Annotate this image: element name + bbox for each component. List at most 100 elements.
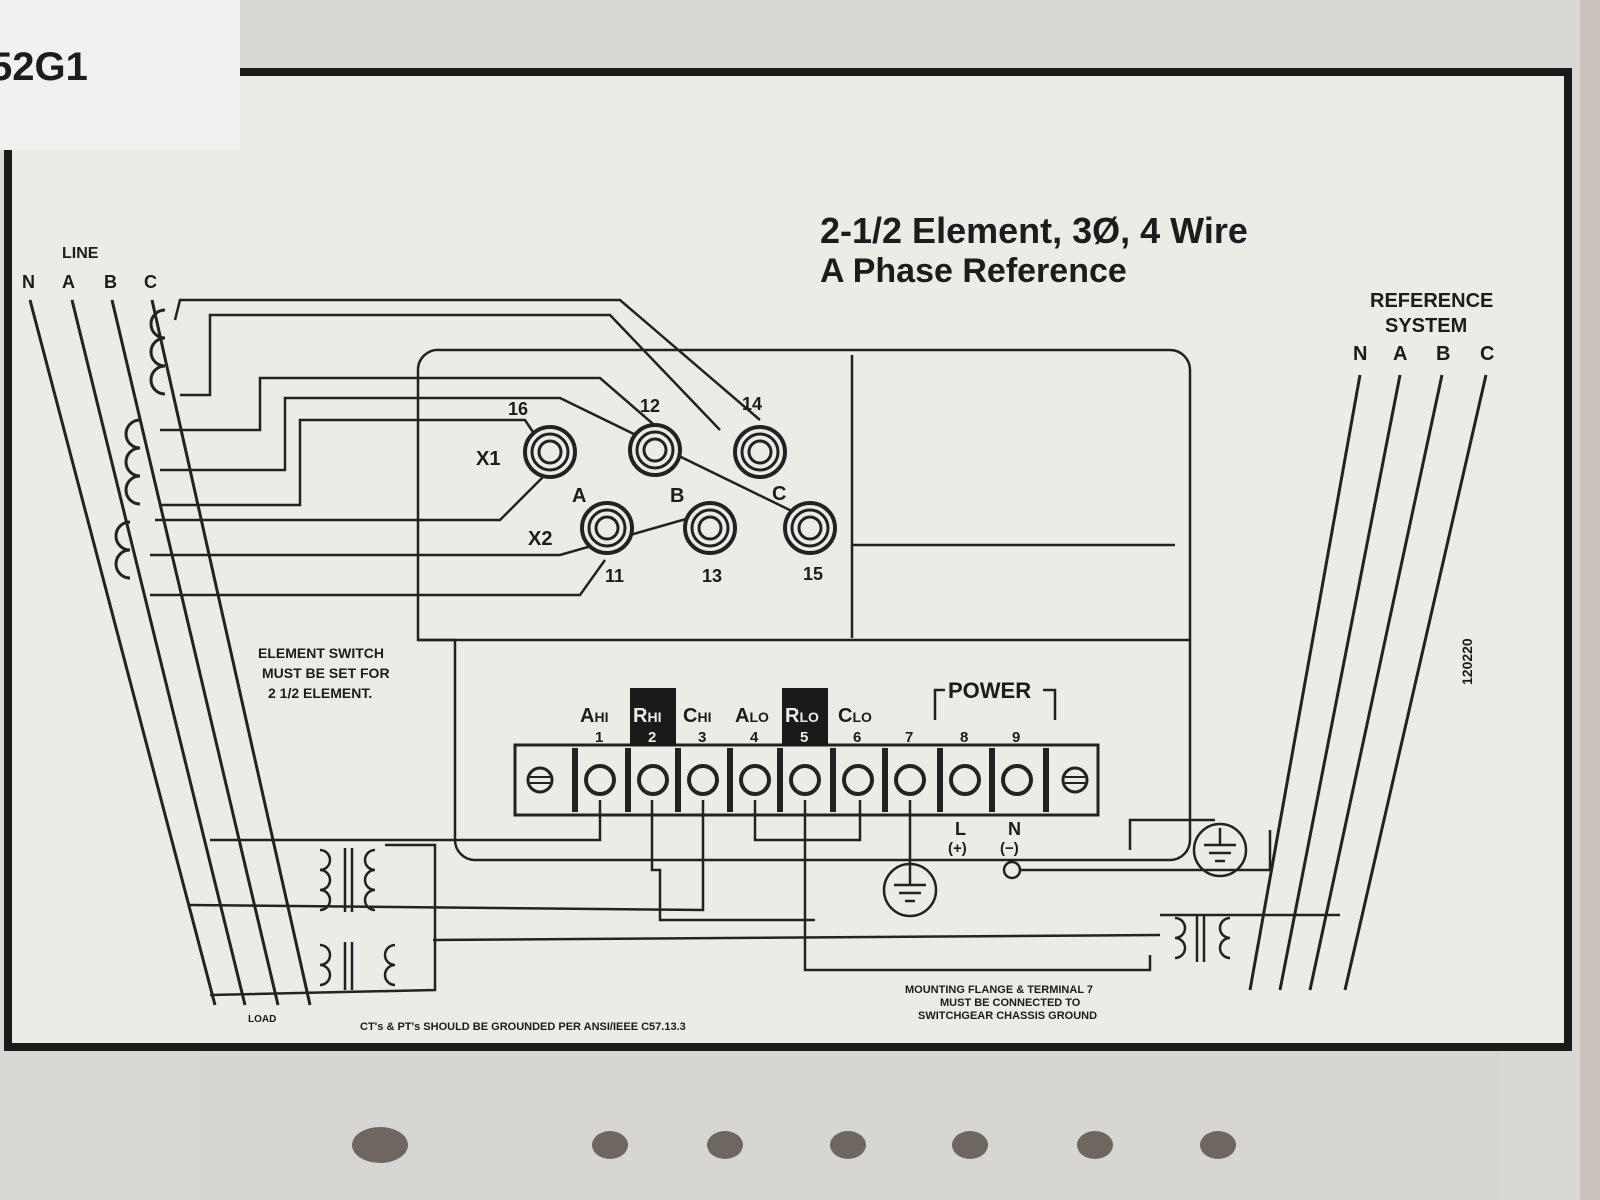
svg-text:CHI: CHI — [683, 705, 711, 727]
svg-text:3: 3 — [698, 729, 706, 746]
line-label: LINE — [62, 245, 99, 262]
line-phase-b: B — [104, 272, 117, 292]
terminal-divider — [572, 748, 578, 812]
reference-conductors — [1248, 374, 1488, 991]
l-label: L — [955, 819, 966, 839]
terminal-screw-4 — [739, 764, 771, 796]
mounting-screw-icon — [526, 766, 554, 794]
terminal-label-7: 7 — [905, 729, 913, 746]
terminal-screw-6 — [842, 764, 874, 796]
terminal-14-label: 14 — [742, 394, 762, 414]
terminal-screw-9 — [1001, 764, 1033, 796]
mounting-note-2: MUST BE CONNECTED TO — [940, 997, 1081, 1009]
part-number-sticker — [0, 0, 240, 150]
n-polarity: (−) — [1000, 840, 1019, 857]
reference-label-1: REFERENCE — [1370, 290, 1493, 312]
grounding-note: CT's & PT's SHOULD BE GROUNDED PER ANSI/… — [360, 1021, 686, 1033]
svg-text:2: 2 — [648, 729, 656, 746]
x2-label: X2 — [528, 528, 552, 550]
mounting-bracket — [200, 1050, 1500, 1200]
element-switch-note-3: 2 1/2 ELEMENT. — [268, 685, 372, 701]
line-phase-c: C — [144, 272, 157, 292]
terminal-divider — [937, 748, 943, 812]
terminal-screw-7 — [894, 764, 926, 796]
terminal-label-3: CHI 3 — [683, 705, 711, 746]
terminal-label-5: RLO 5 — [782, 688, 828, 746]
terminal-screw-3 — [687, 764, 719, 796]
power-input-terminal — [1002, 860, 1022, 880]
ct-wiring — [150, 298, 801, 597]
svg-text:AHI: AHI — [580, 705, 608, 727]
terminal-label-1: AHI 1 — [580, 705, 608, 746]
terminal-screw-2 — [637, 764, 669, 796]
ref-phase-b: B — [1436, 343, 1450, 365]
terminal-divider — [625, 748, 631, 812]
terminal-screw-1 — [584, 764, 616, 796]
svg-text:8: 8 — [960, 729, 968, 746]
svg-text:5: 5 — [800, 729, 808, 746]
svg-text:1: 1 — [595, 729, 603, 746]
terminal-strip-screws — [526, 748, 1089, 812]
terminal-divider — [882, 748, 888, 812]
pt-wiring — [189, 800, 1340, 997]
ref-phase-a: A — [1393, 343, 1407, 365]
l-polarity: (+) — [948, 840, 967, 857]
diagram-title: 2-1/2 Element, 3Ø, 4 Wire — [820, 210, 1248, 251]
ref-phase-c: C — [1480, 343, 1494, 365]
phase-b-label: B — [670, 485, 684, 507]
drawing-number: 120220 — [1459, 638, 1475, 685]
element-switch-note-2: MUST BE SET FOR — [262, 665, 390, 681]
meter-outline — [416, 348, 1192, 862]
svg-text:ALO: ALO — [735, 705, 769, 727]
power-label: POWER — [948, 678, 1031, 703]
x1-label: X1 — [476, 448, 500, 470]
current-terminal — [683, 501, 737, 555]
svg-text:6: 6 — [853, 729, 861, 746]
terminal-divider — [1043, 748, 1049, 812]
current-terminal — [523, 425, 577, 479]
part-number-text: 52G1 — [0, 45, 88, 89]
ref-phase-n: N — [1353, 343, 1367, 365]
potential-transformers — [319, 848, 1231, 990]
element-switch-note-1: ELEMENT SWITCH — [258, 645, 384, 661]
current-transformers — [114, 308, 166, 580]
ground-icon — [1192, 822, 1248, 878]
terminal-divider — [777, 748, 783, 812]
svg-text:RHI: RHI — [633, 705, 661, 727]
svg-text:9: 9 — [1012, 729, 1020, 746]
svg-text:7: 7 — [905, 729, 913, 746]
terminal-label-2: RHI 2 — [630, 688, 676, 746]
ground-icon — [882, 862, 938, 918]
current-terminal — [733, 425, 787, 479]
line-phase-a: A — [62, 272, 75, 292]
terminal-divider — [830, 748, 836, 812]
line-phase-n: N — [22, 272, 35, 292]
current-terminals — [523, 423, 837, 555]
phase-a-label: A — [572, 485, 586, 507]
line-conductors — [28, 299, 312, 1006]
power-bracket — [933, 688, 945, 720]
terminal-strip — [513, 743, 1100, 817]
terminal-16-label: 16 — [508, 399, 528, 419]
terminal-screw-5 — [789, 764, 821, 796]
reference-label-2: SYSTEM — [1385, 315, 1467, 337]
svg-text:4: 4 — [750, 729, 759, 746]
label-panel — [4, 68, 1572, 1051]
terminal-divider — [727, 748, 733, 812]
terminal-divider — [675, 748, 681, 812]
terminal-12-label: 12 — [640, 396, 660, 416]
terminal-label-8: 8 — [960, 729, 968, 746]
terminal-13-label: 13 — [702, 566, 722, 586]
terminal-divider — [989, 748, 995, 812]
bracket-holes — [352, 1127, 1236, 1163]
terminal-label-4: ALO 4 — [735, 705, 769, 746]
terminal-label-9: 9 — [1012, 729, 1020, 746]
terminal-11-label: 11 — [605, 566, 624, 586]
svg-text:RLO: RLO — [785, 705, 819, 727]
current-terminal — [783, 501, 837, 555]
diagram-subtitle: A Phase Reference — [820, 252, 1127, 290]
terminal-screw-8 — [949, 764, 981, 796]
